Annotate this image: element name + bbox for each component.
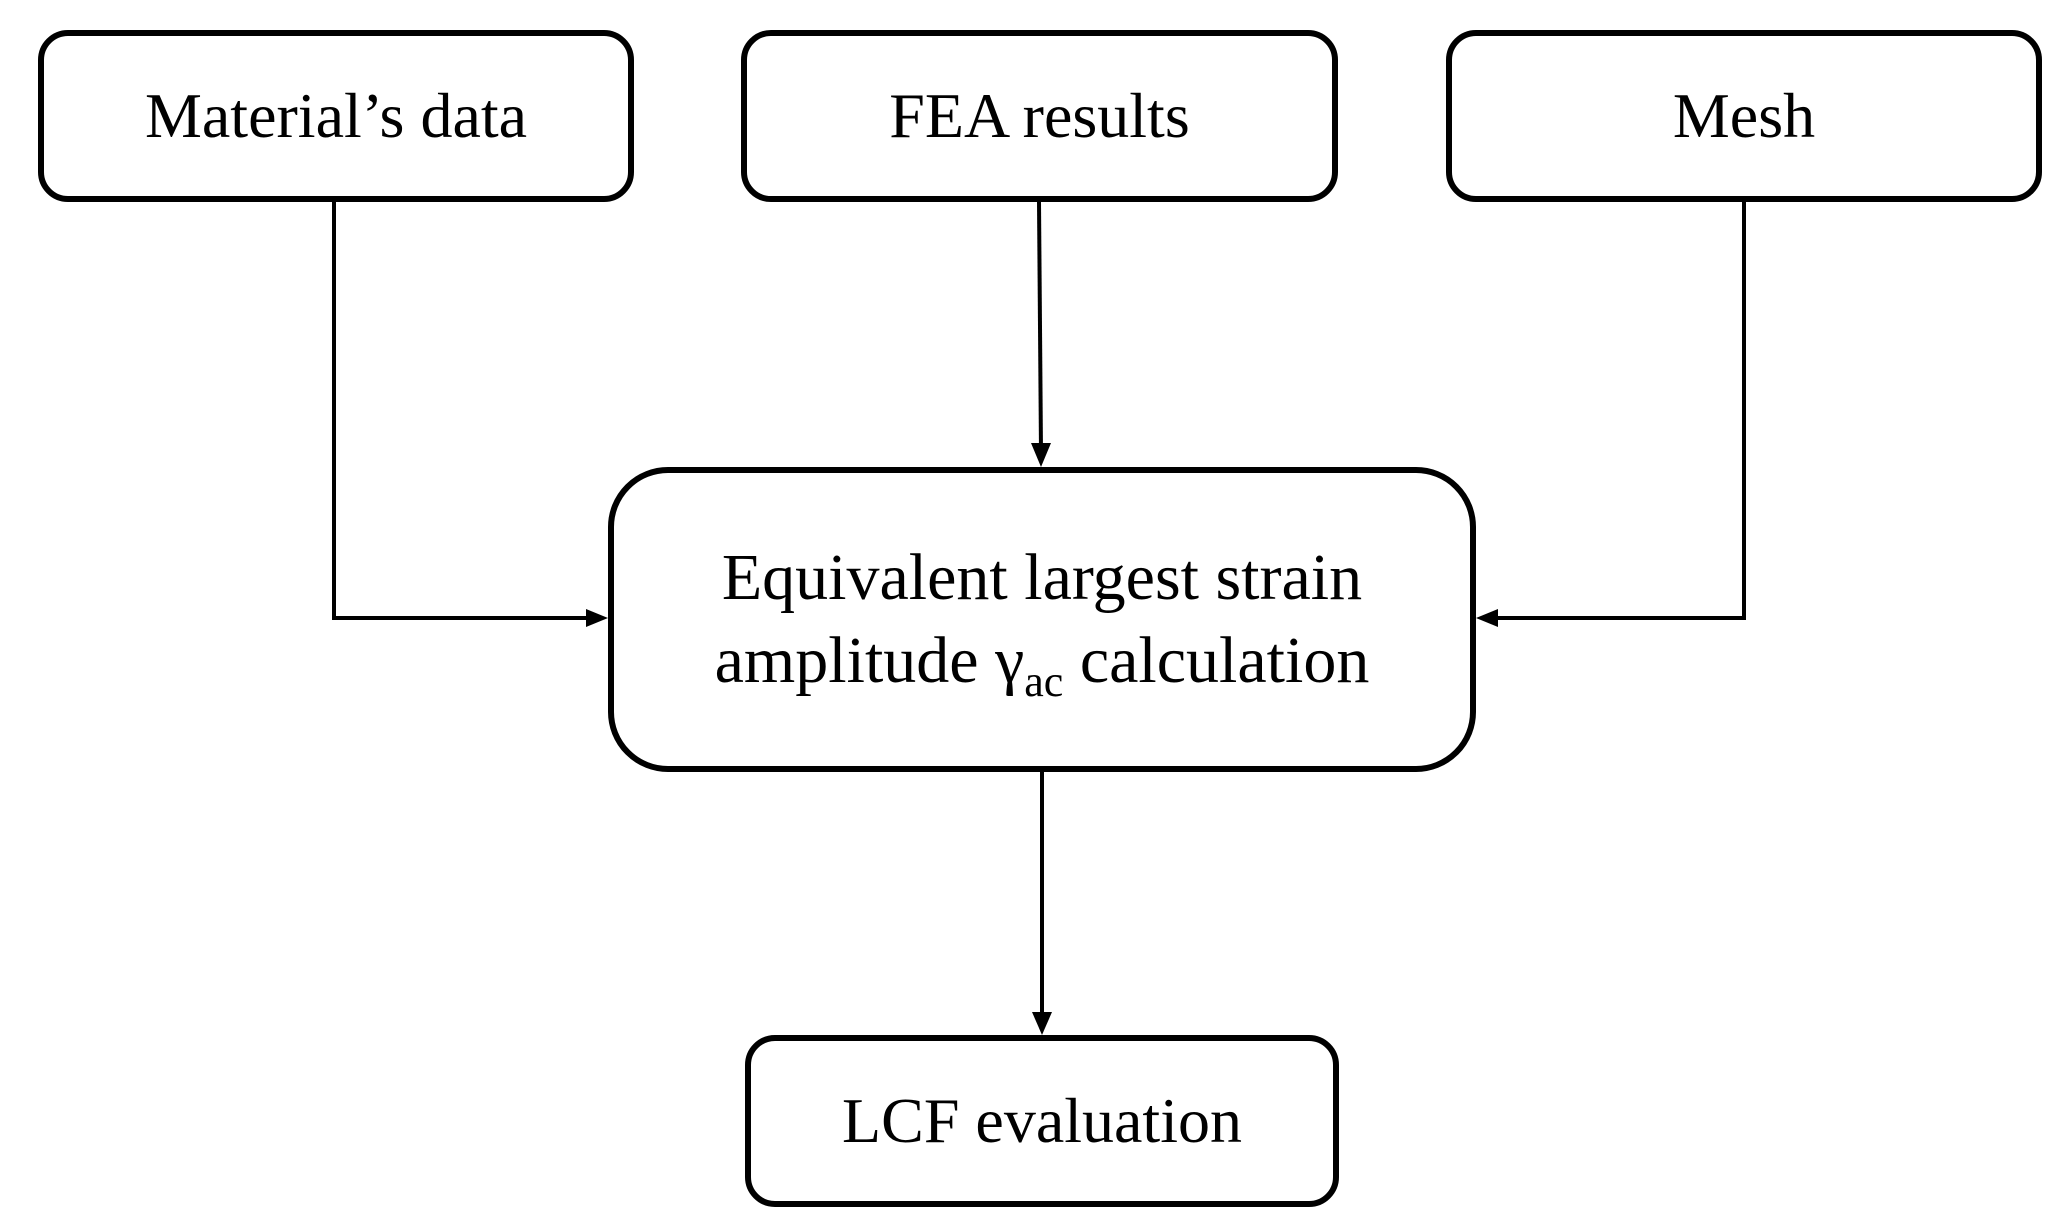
fea-results-box: FEA results [741,30,1338,202]
arrowhead-lcf [1032,1012,1052,1035]
calculation-label-suffix: calculation [1063,623,1370,697]
arrowhead-fea [1031,443,1051,467]
edge-material-to-center [332,202,596,620]
calculation-label-prefix: amplitude [714,623,996,697]
lcf-evaluation-box: LCF evaluation [745,1035,1339,1207]
edge-mesh-to-center [1488,202,1746,620]
lcf-evaluation-label: LCF evaluation [842,1085,1242,1156]
materials-data-label: Material’s data [144,80,528,151]
calculation-label-line1: Equivalent largest strain [721,541,1363,614]
fea-results-label: FEA results [889,80,1190,151]
mesh-box: Mesh [1446,30,2042,202]
gamma-subscript: ac [1024,656,1064,706]
edge-fea-to-center [1037,201,1043,453]
strain-amplitude-calculation-box: Equivalent largest strain amplitude γac … [608,467,1476,772]
calculation-label-line2: amplitude γac calculation [714,620,1370,706]
arrowhead-material [586,609,608,627]
materials-data-box: Material’s data [38,30,634,202]
arrowhead-mesh [1476,609,1498,627]
gamma-symbol: γ [995,623,1025,697]
mesh-label: Mesh [1672,80,1816,151]
